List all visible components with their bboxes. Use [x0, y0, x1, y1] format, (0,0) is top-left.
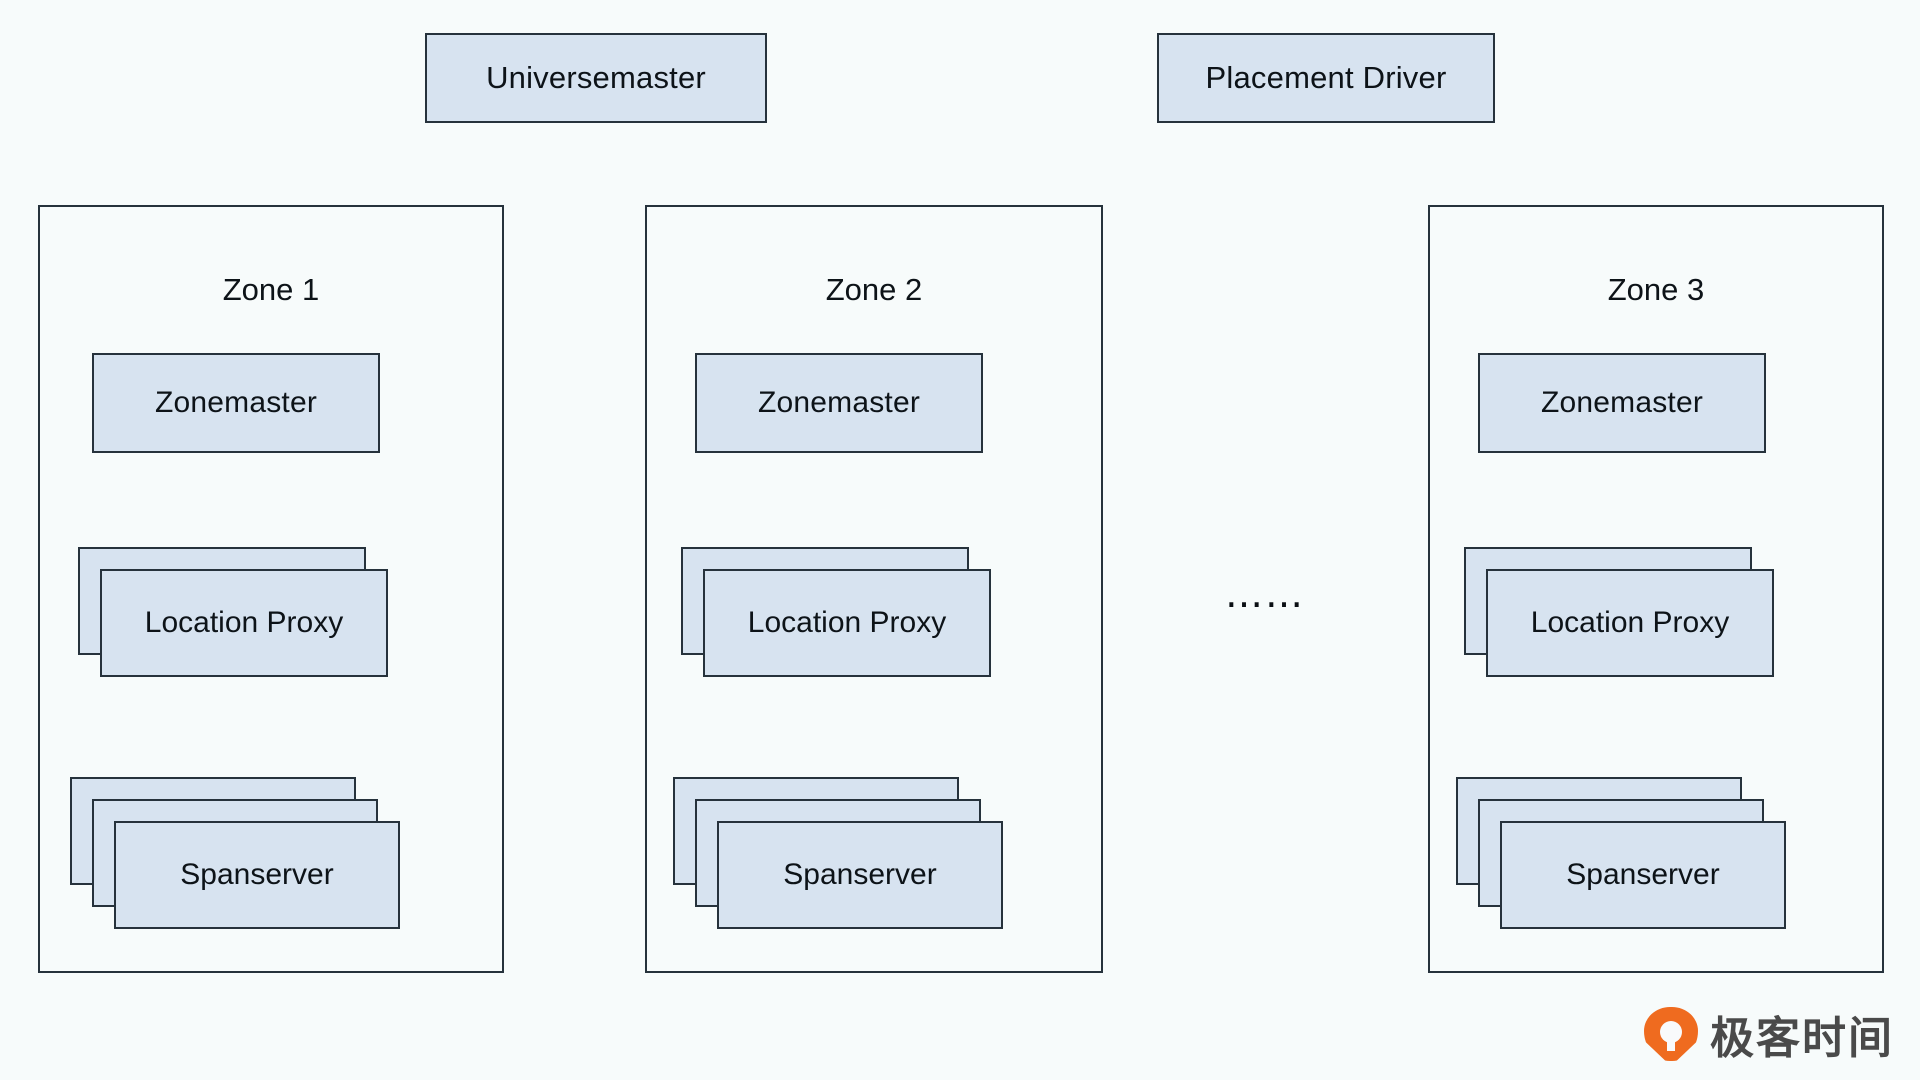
watermark-label: 极客时间	[1710, 1013, 1894, 1064]
node-placement-driver-label: Placement Driver	[1205, 60, 1447, 95]
location-proxy-stack-layer-front-zone-2[interactable]: Location Proxy	[703, 569, 991, 677]
node-spanserver-zone-3-label: Spanserver	[1566, 858, 1720, 891]
zone-container-2[interactable]: Zone 2 Zonemaster Location Proxy Spanser…	[645, 205, 1103, 973]
location-proxy-stack-layer-front-zone-3[interactable]: Location Proxy	[1486, 569, 1774, 677]
location-proxy-stack-layer-front-zone-1[interactable]: Location Proxy	[100, 569, 388, 677]
node-zonemaster-zone-2-label: Zonemaster	[757, 386, 921, 419]
node-location-proxy-zone-2-label: Location Proxy	[747, 606, 947, 639]
zone-container-3[interactable]: Zone 3 Zonemaster Location Proxy Spanser…	[1428, 205, 1884, 973]
spanserver-stack-layer-front-zone-2[interactable]: Spanserver	[717, 821, 1003, 929]
watermark: 极客时间	[1644, 1002, 1894, 1066]
node-stack-location-proxy-zone-1[interactable]: Location Proxy	[78, 547, 388, 677]
node-spanserver-zone-1-label: Spanserver	[180, 858, 334, 891]
zone-title-1: Zone 1	[222, 272, 320, 307]
node-location-proxy-zone-3-label: Location Proxy	[1530, 606, 1730, 639]
node-zonemaster-zone-3[interactable]: Zonemaster	[1478, 353, 1766, 453]
spanserver-stack-layer-front-zone-1[interactable]: Spanserver	[114, 821, 400, 929]
node-stack-location-proxy-zone-2[interactable]: Location Proxy	[681, 547, 991, 677]
node-location-proxy-zone-1-label: Location Proxy	[144, 606, 344, 639]
zone-title-2: Zone 2	[825, 272, 923, 307]
zones-ellipsis: ……	[1225, 572, 1305, 616]
node-zonemaster-zone-1-label: Zonemaster	[154, 386, 318, 419]
node-stack-spanserver-zone-3[interactable]: Spanserver	[1456, 777, 1786, 929]
node-universemaster-label: Universemaster	[486, 60, 706, 95]
node-zonemaster-zone-2[interactable]: Zonemaster	[695, 353, 983, 453]
node-zonemaster-zone-1[interactable]: Zonemaster	[92, 353, 380, 453]
geektime-pin-logo-icon	[1644, 1007, 1698, 1061]
node-universemaster[interactable]: Universemaster	[425, 33, 767, 123]
spanserver-stack-layer-front-zone-3[interactable]: Spanserver	[1500, 821, 1786, 929]
zone-container-1[interactable]: Zone 1 Zonemaster Location Proxy Spanser…	[38, 205, 504, 973]
node-stack-spanserver-zone-2[interactable]: Spanserver	[673, 777, 1003, 929]
node-stack-spanserver-zone-1[interactable]: Spanserver	[70, 777, 400, 929]
node-zonemaster-zone-3-label: Zonemaster	[1540, 386, 1704, 419]
pin-inner-stem	[1667, 1029, 1675, 1051]
node-spanserver-zone-2-label: Spanserver	[783, 858, 937, 891]
zone-title-3: Zone 3	[1607, 272, 1705, 307]
node-stack-location-proxy-zone-3[interactable]: Location Proxy	[1464, 547, 1774, 677]
node-placement-driver[interactable]: Placement Driver	[1157, 33, 1495, 123]
